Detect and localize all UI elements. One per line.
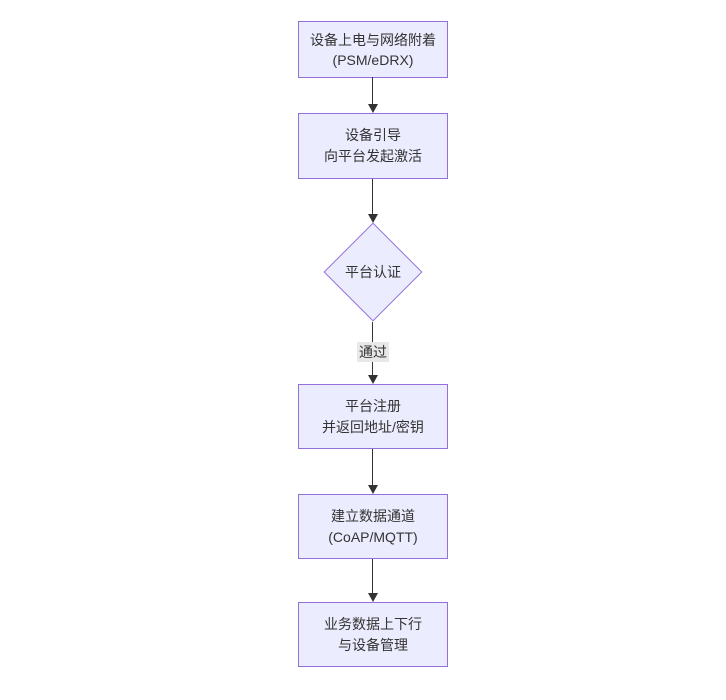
node-business: 业务数据上下行 与设备管理 <box>298 602 448 667</box>
edge-channel-to-business <box>372 559 373 593</box>
node-line: 向平台发起激活 <box>324 148 422 164</box>
arrowhead-icon <box>368 104 378 113</box>
node-line: 建立数据通道 <box>331 507 415 524</box>
edge-bootstrap-to-auth <box>372 179 373 214</box>
node-line: 并返回地址/密钥 <box>322 418 424 435</box>
node-bootstrap: 设备引导 向平台发起激活 <box>298 113 448 179</box>
node-power-attach: 设备上电与网络附着 (PSM/eDRX) <box>298 21 448 78</box>
arrowhead-icon <box>368 485 378 494</box>
node-line: 设备上电与网络附着 <box>310 31 436 48</box>
node-line: (CoAP/MQTT) <box>328 528 418 545</box>
edge-label-pass: 通过 <box>357 342 389 362</box>
node-line: 平台注册 <box>345 397 401 414</box>
node-line: (PSM/eDRX) <box>332 51 414 68</box>
node-line: 设备引导 <box>345 127 401 143</box>
node-line: 业务数据上下行 <box>324 615 422 632</box>
arrowhead-icon <box>368 214 378 223</box>
node-line: 与设备管理 <box>338 636 408 653</box>
node-auth-label: 平台认证 <box>345 264 401 280</box>
node-register: 平台注册 并返回地址/密钥 <box>298 384 448 449</box>
edge-power-attach-to-bootstrap <box>372 77 373 104</box>
edge-register-to-channel <box>372 449 373 485</box>
node-channel: 建立数据通道 (CoAP/MQTT) <box>298 494 448 559</box>
arrowhead-icon <box>368 375 378 384</box>
arrowhead-icon <box>368 593 378 602</box>
